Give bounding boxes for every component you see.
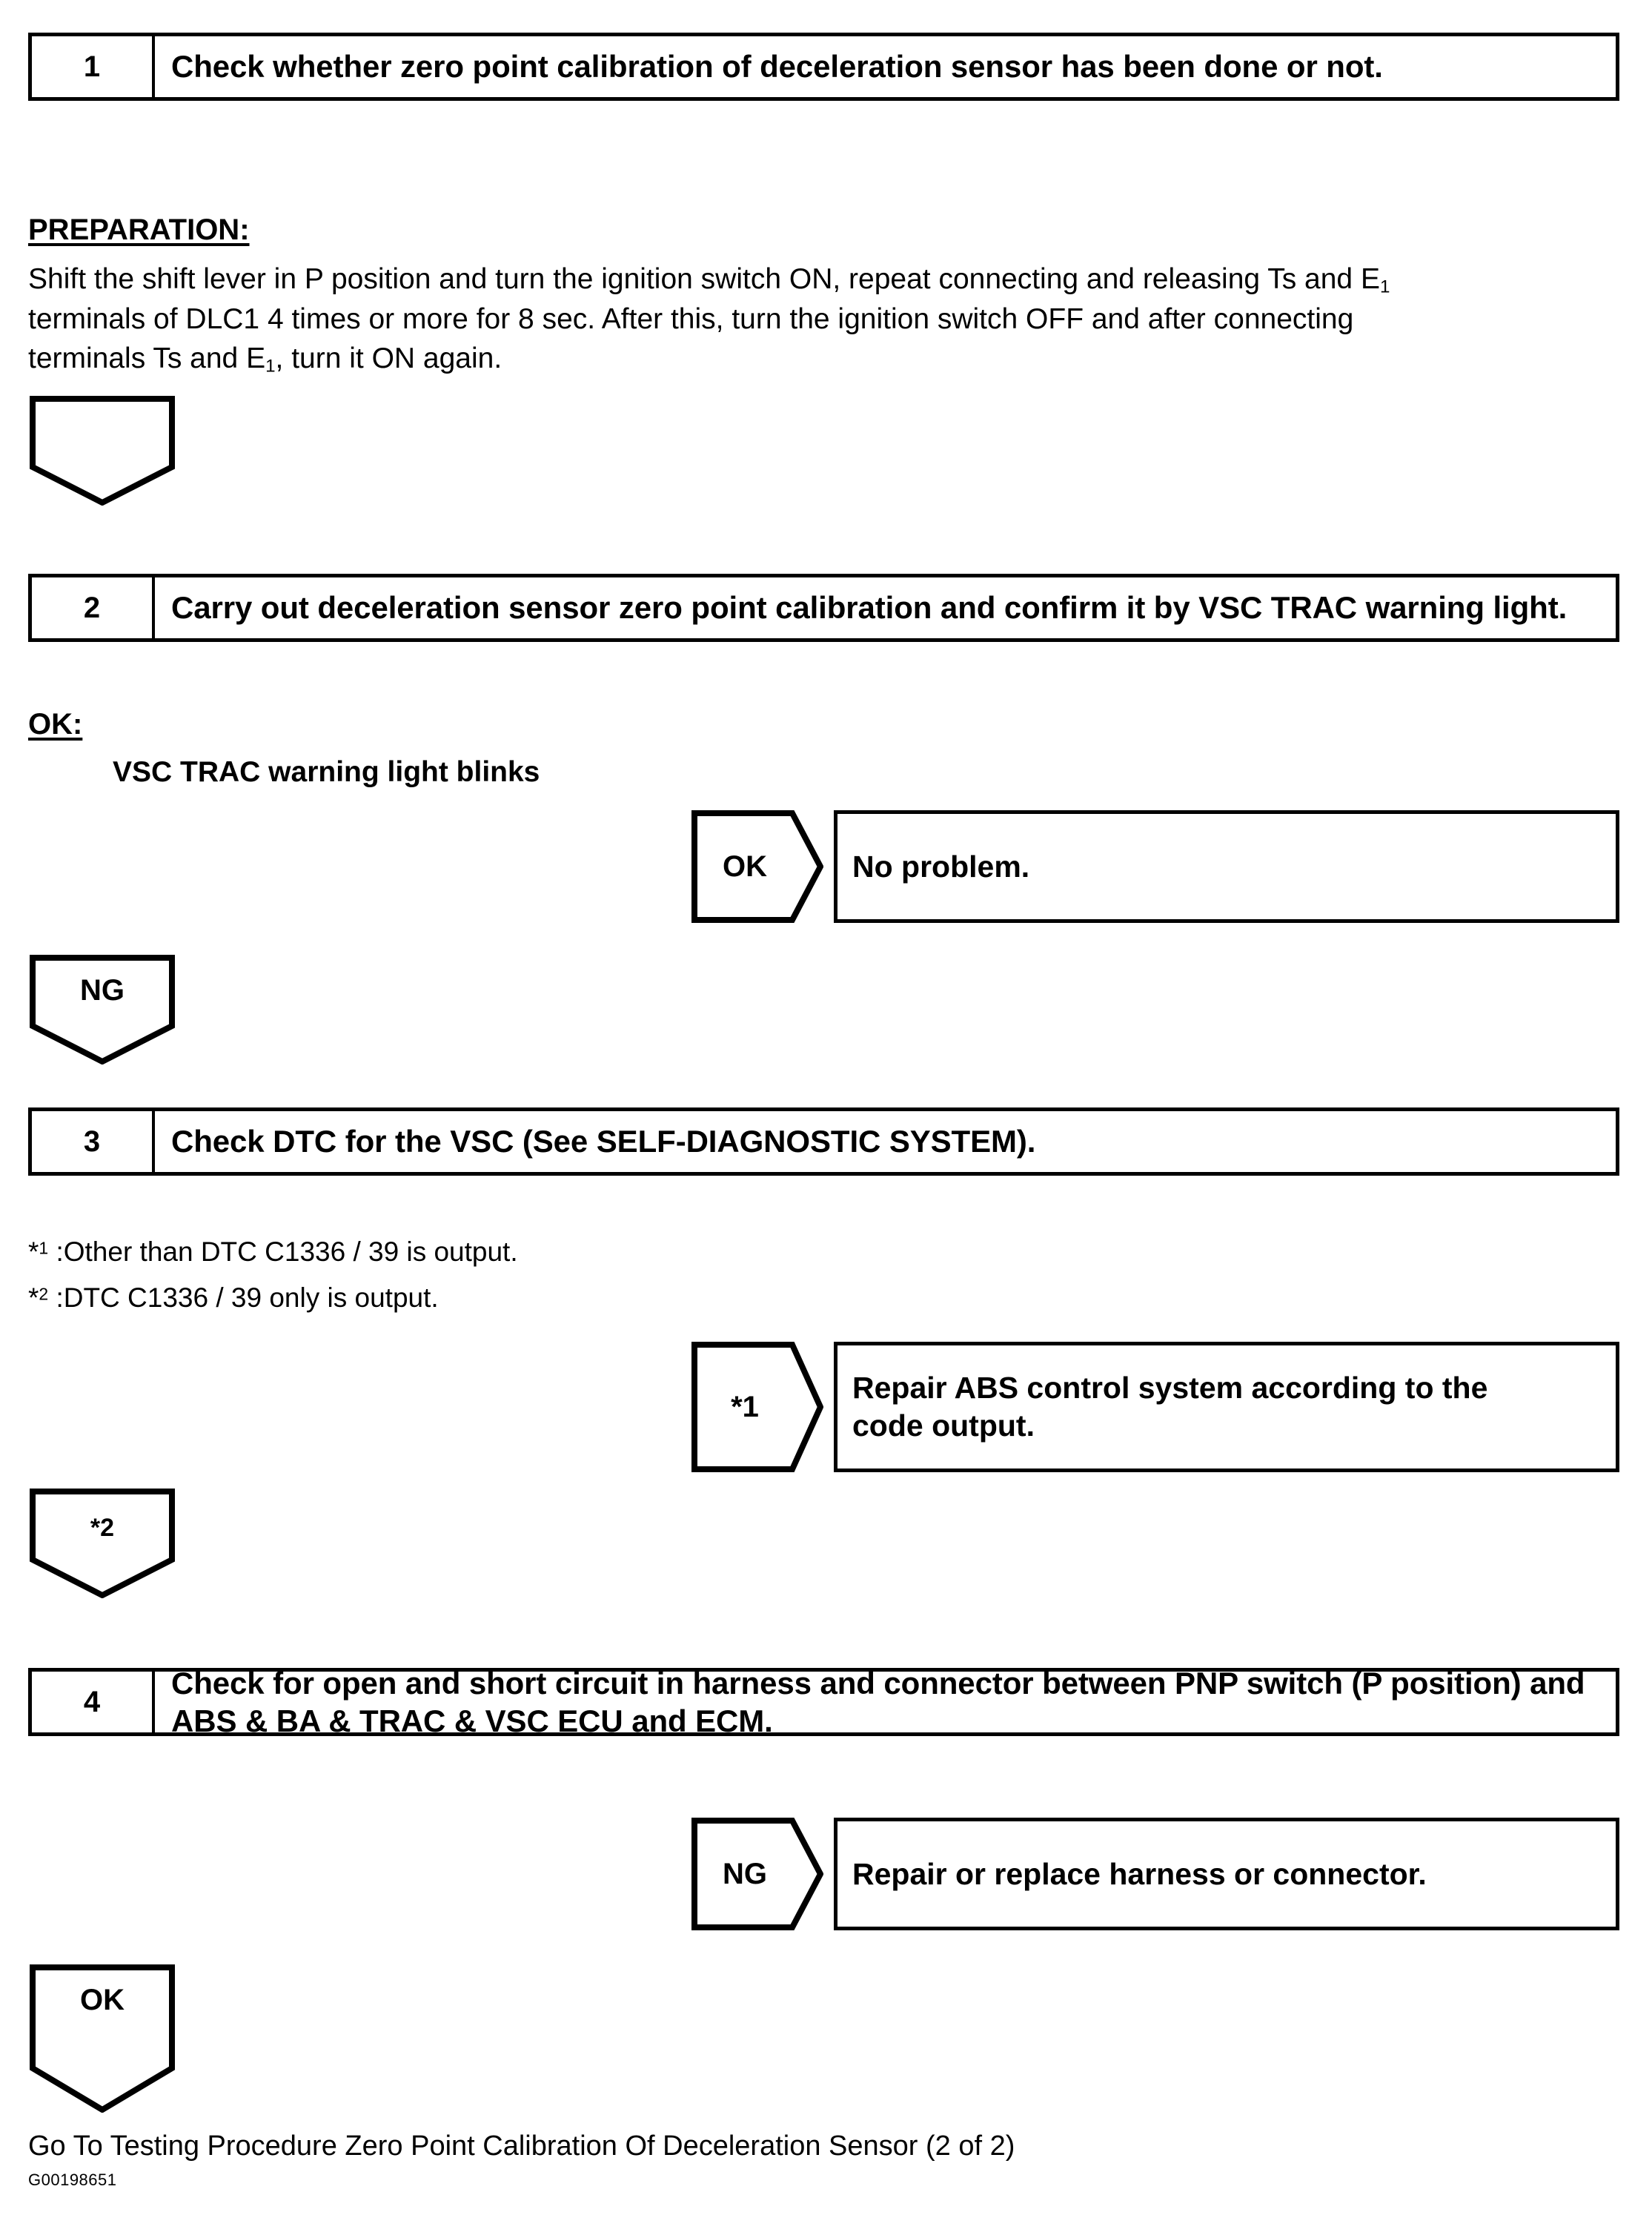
footnote-1: *1 :Other than DTC C1336 / 39 is output. — [28, 1234, 518, 1271]
step-instruction-2: Carry out deceleration sensor zero point… — [171, 590, 1568, 626]
branch-result-box-no-problem: No problem. — [834, 810, 1619, 923]
footnote-1-text: :Other than DTC C1336 / 39 is output. — [56, 1236, 518, 1267]
step-number-4: 4 — [32, 1672, 155, 1732]
footnote-2-superscript: 2 — [39, 1284, 49, 1304]
step-text-cell-1: Check whether zero point calibration of … — [155, 36, 1616, 97]
flow-connector-down-ng-after-step-2: NG — [30, 955, 175, 1064]
branch-pentagon-star1: *1 — [691, 1342, 823, 1472]
branch-ok-no-problem: OK No problem. — [691, 810, 1619, 923]
preparation-line-3-a: terminals Ts and E — [28, 342, 266, 375]
flow-connector-down-star2-after-step-3: *2 — [30, 1489, 175, 1598]
preparation-line-1-subscript: 1 — [1379, 277, 1390, 297]
branch-ng-repair-harness: NG Repair or replace harness or connecto… — [691, 1818, 1619, 1930]
footnote-2-marker: * — [28, 1282, 39, 1313]
flow-connector-down-ok-after-step-4: OK — [30, 1964, 175, 2113]
ok-section-label: OK: — [28, 708, 83, 741]
preparation-label: PREPARATION: — [28, 213, 250, 246]
step-box-1: 1 Check whether zero point calibration o… — [28, 33, 1619, 101]
branch-result-text-repair-abs: Repair ABS control system according to t… — [852, 1369, 1601, 1445]
branch-result-text-repair-harness: Repair or replace harness or connector. — [852, 1856, 1427, 1891]
preparation-line-2: terminals of DLC1 4 times or more for 8 … — [28, 303, 1354, 336]
flow-connector-down-after-step-1 — [30, 396, 175, 506]
footnote-2-text: :DTC C1336 / 39 only is output. — [56, 1282, 439, 1313]
step-box-2: 2 Carry out deceleration sensor zero poi… — [28, 574, 1619, 642]
branch-star1-repair-abs: *1 Repair ABS control system according t… — [691, 1342, 1619, 1472]
step-number-2: 2 — [32, 577, 155, 638]
step-number-1: 1 — [32, 36, 155, 97]
footnote-2: *2 :DTC C1336 / 39 only is output. — [28, 1279, 439, 1317]
step-instruction-1: Check whether zero point calibration of … — [171, 49, 1383, 85]
preparation-line-3-subscript: 1 — [265, 356, 276, 377]
branch-result-box-repair-harness: Repair or replace harness or connector. — [834, 1818, 1619, 1930]
footer-go-to-procedure: Go To Testing Procedure Zero Point Calib… — [28, 2130, 1015, 2162]
preparation-line-1-a: Shift the shift lever in P position and … — [28, 263, 1380, 295]
step-instruction-3: Check DTC for the VSC (See SELF-DIAGNOST… — [171, 1124, 1036, 1159]
branch-result-box-repair-abs: Repair ABS control system according to t… — [834, 1342, 1619, 1472]
step-number-3: 3 — [32, 1111, 155, 1172]
step-box-4: 4 Check for open and short circuit in ha… — [28, 1666, 1619, 1738]
step-text-cell-4: Check for open and short circuit in harn… — [155, 1666, 1616, 1738]
step-instruction-4: Check for open and short circuit in harn… — [171, 1665, 1585, 1738]
step-text-cell-2: Carry out deceleration sensor zero point… — [155, 577, 1616, 638]
preparation-line-3-b: , turn it ON again. — [275, 342, 502, 375]
ok-condition-text: VSC TRAC warning light blinks — [113, 756, 540, 788]
step-box-3: 3 Check DTC for the VSC (See SELF-DIAGNO… — [28, 1107, 1619, 1176]
branch-result-repair-abs-line-1: Repair ABS control system according to t… — [852, 1371, 1488, 1405]
branch-pentagon-ng: NG — [691, 1818, 823, 1930]
footer-document-id: G00198651 — [28, 2171, 117, 2189]
footnote-1-marker: * — [28, 1236, 39, 1267]
footnote-1-superscript: 1 — [39, 1238, 49, 1258]
preparation-paragraph: Shift the shift lever in P position and … — [28, 259, 1629, 379]
branch-result-repair-abs-line-2: code output. — [852, 1408, 1035, 1443]
step-text-cell-3: Check DTC for the VSC (See SELF-DIAGNOST… — [155, 1111, 1616, 1172]
branch-pentagon-ok: OK — [691, 810, 823, 923]
branch-result-text-no-problem: No problem. — [852, 849, 1030, 884]
